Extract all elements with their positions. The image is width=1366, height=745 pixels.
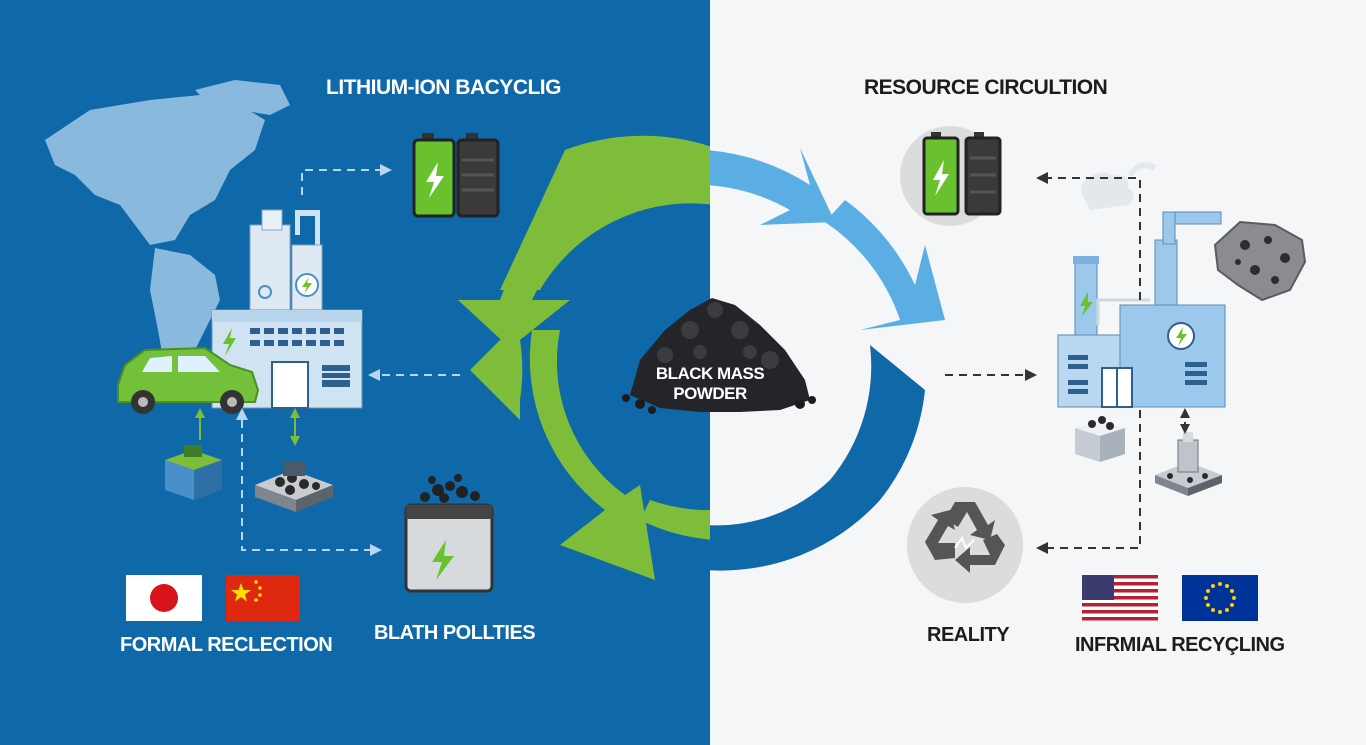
factory-right-icon xyxy=(1057,162,1226,408)
car-battery-icon xyxy=(404,474,494,593)
battery-circle-icon xyxy=(900,126,1002,226)
reality-label: REALITY xyxy=(927,624,1010,646)
center-label: BLACK MASS POWDER xyxy=(640,364,780,404)
center-label-line-2: POWDER xyxy=(673,384,747,403)
china-flag-icon xyxy=(226,575,300,621)
ore-rock-icon xyxy=(1213,220,1307,302)
press-icon xyxy=(1155,432,1222,496)
recycle-icon xyxy=(907,487,1023,603)
japan-flag-icon xyxy=(126,575,202,621)
bath-policies-label: BLATH POLLTIES xyxy=(374,622,536,644)
informal-recycling-label: INFRMIAL RECYÇLING xyxy=(1075,634,1285,656)
right-title: RESOURCE CIRCULTION xyxy=(864,76,1108,99)
black-mass-pile-icon xyxy=(622,298,816,414)
battery-icon xyxy=(412,133,500,218)
formal-recycling-label: FORMAL RECLECTION xyxy=(120,634,333,656)
usa-flag-icon xyxy=(1082,575,1158,621)
battery-module-icon xyxy=(165,445,222,500)
factory-icon xyxy=(211,209,363,409)
car-icon xyxy=(117,346,260,414)
eu-flag-icon xyxy=(1182,575,1258,621)
module-right-icon xyxy=(1075,416,1125,462)
left-title: LITHIUM-ION BACYCLIG xyxy=(326,76,561,99)
black-mass-tray-icon xyxy=(255,462,333,512)
center-label-line-1: BLACK MASS xyxy=(655,364,765,383)
